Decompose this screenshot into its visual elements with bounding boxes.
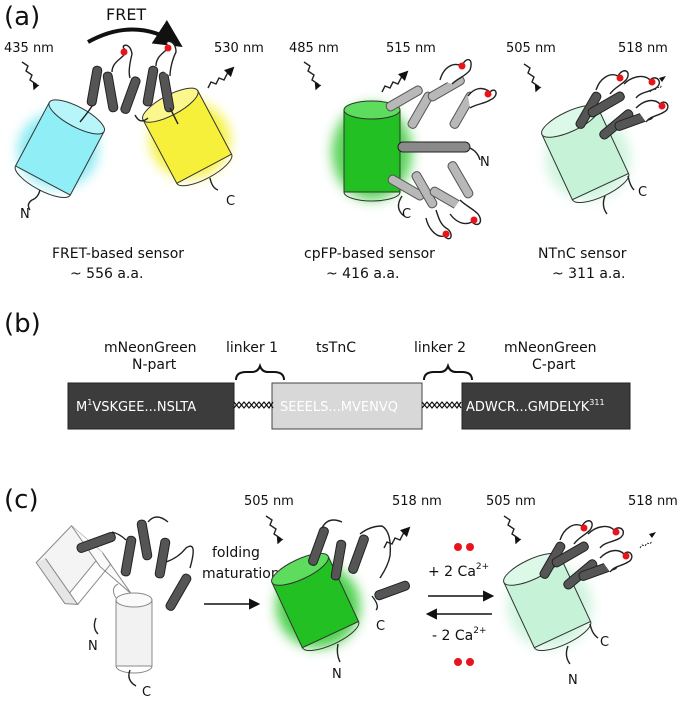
bound-excitation: 505 nm [486, 494, 536, 509]
linker1-brace [235, 362, 285, 381]
seq-c-part: ADWCR...GMDELYK311 [466, 398, 605, 415]
calcium-equilibrium: + 2 Ca2+ - 2 Ca2+ [425, 543, 495, 666]
header-linker1: linker 1 [226, 340, 278, 356]
mng-n-part-box [67, 382, 235, 430]
fret-n-terminus: N [20, 207, 30, 222]
folded-excitation-arrow [265, 515, 284, 545]
panel-c-label: (c) [4, 485, 39, 515]
ntnc-caption: NTnC sensor [538, 246, 627, 262]
folded-bright-sensor: 505 nm 518 nm C N [244, 494, 442, 682]
header-mng-n-line1: mNeonGreen [104, 340, 197, 356]
cpfp-size: ~ 416 a.a. [326, 266, 399, 282]
calcium-bound-sensor: 505 nm 518 nm C N [486, 494, 678, 688]
header-mng-c-line2: C-part [532, 357, 576, 373]
ntnc-c-terminus: C [638, 185, 647, 200]
cpfp-n-terminus: N [480, 155, 490, 170]
fret-sensor: 435 nm 530 nm [4, 40, 264, 282]
calcium-ion [454, 543, 462, 551]
linker2-brace [423, 362, 473, 381]
ntnc-tnc-helices [575, 70, 669, 140]
calcium-ion [466, 543, 474, 551]
construct-map: mNeonGreen N-part linker 1 tsTnC linker … [67, 340, 631, 430]
fret-c-terminus: C [226, 194, 235, 209]
cpfp-cam-lower [387, 161, 482, 240]
panel-a-label: (a) [4, 2, 40, 32]
folding-label-line1: folding [212, 545, 260, 561]
cpfp-emission: 515 nm [386, 41, 436, 56]
folded-excitation: 505 nm [244, 494, 294, 509]
bound-excitation-arrow [503, 515, 522, 545]
folded-n-terminus: N [332, 667, 342, 682]
fret-emission-arrow [207, 66, 235, 89]
header-linker2: linker 2 [414, 340, 466, 356]
cpfp-excitation: 485 nm [289, 41, 339, 56]
fret-cam-helices [79, 40, 179, 125]
cpfp-emission-arrow [381, 70, 409, 93]
folded-c-terminus: C [376, 619, 385, 634]
bound-c-terminus: C [600, 635, 609, 650]
calcium-ion [454, 658, 462, 666]
unfolded-n-terminus: N [88, 639, 98, 654]
ntnc-sensor: 505 nm 518 nm C NTnC se [506, 41, 669, 282]
unfolded-c-terminus: C [142, 685, 151, 700]
cpfp-cam-upper [385, 59, 497, 129]
fret-size: ~ 556 a.a. [70, 266, 143, 282]
fret-excitation: 435 nm [4, 41, 54, 56]
seq-tstnc: SEEELS...MVENVQ [280, 400, 398, 415]
plus-calcium-label: + 2 Ca2+ [428, 562, 489, 580]
header-tstnc: tsTnC [316, 340, 356, 356]
folded-emission: 518 nm [392, 494, 442, 509]
ntnc-emission: 518 nm [618, 41, 668, 56]
fret-label: FRET [106, 5, 146, 24]
bound-emission: 518 nm [628, 494, 678, 509]
bound-emission-arrow [639, 540, 653, 549]
cpfp-peptide [397, 141, 471, 153]
cpfp-c-terminus: C [402, 207, 411, 222]
calcium-ion [466, 658, 474, 666]
unfolded-sensor: N C [35, 516, 194, 700]
mng-c-part-box [461, 382, 631, 430]
bound-n-terminus: N [568, 673, 578, 688]
folded-emission-arrow [383, 526, 411, 549]
fret-arrow: FRET [87, 5, 183, 48]
fret-emission: 530 nm [214, 41, 264, 56]
minus-calcium-label: - 2 Ca2+ [432, 626, 487, 644]
cpfp-sensor: 485 nm 515 nm N [289, 41, 497, 282]
ntnc-excitation: 505 nm [506, 41, 556, 56]
folding-arrow: folding maturation [202, 545, 280, 610]
header-mng-n-line2: N-part [132, 357, 177, 373]
header-mng-c-line1: mNeonGreen [504, 340, 597, 356]
ntnc-size: ~ 311 a.a. [552, 266, 625, 282]
ntnc-excitation-arrow [523, 63, 542, 93]
fret-excitation-arrow [21, 61, 40, 91]
seq-n-part: M1VSKGEE...NSLTA [76, 398, 196, 415]
tstnc-box [271, 382, 423, 430]
linker1-chain [233, 400, 274, 410]
cpfp-caption: cpFP-based sensor [304, 246, 435, 262]
cpfp-excitation-arrow [303, 61, 322, 91]
donor-barrel [14, 99, 105, 198]
fret-caption: FRET-based sensor [52, 246, 184, 262]
panel-b-label: (b) [4, 309, 41, 339]
linker2-chain [421, 400, 462, 410]
folding-label-line2: maturation [202, 566, 280, 582]
